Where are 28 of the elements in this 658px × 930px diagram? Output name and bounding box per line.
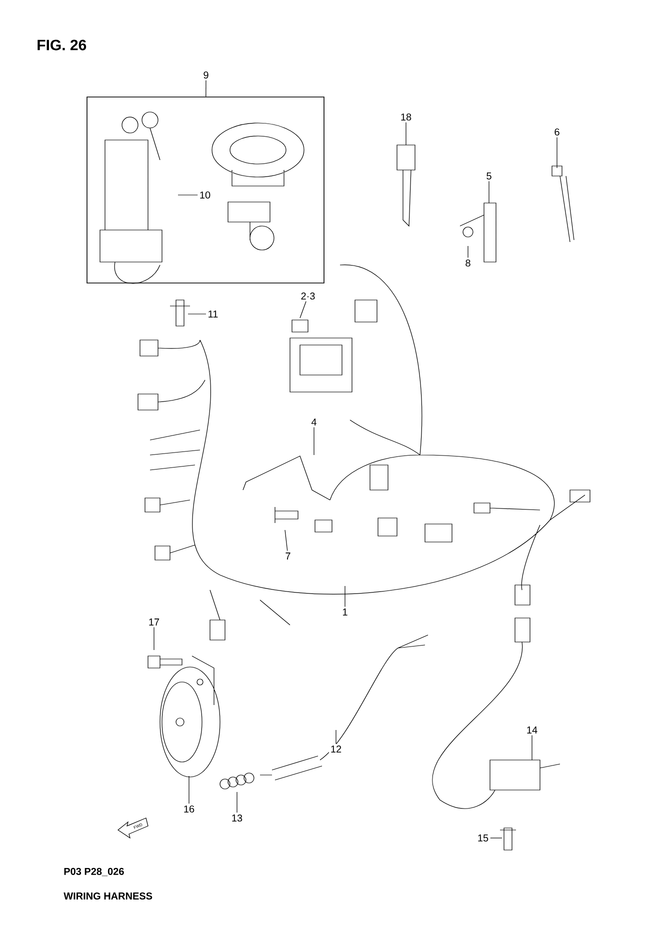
callout-number: 2·3: [299, 290, 317, 302]
callout-number: 9: [202, 70, 210, 80]
callout-number: 14: [524, 725, 540, 735]
callout-number: 17: [146, 617, 162, 627]
leader-line: [556, 137, 558, 168]
callout-number: 13: [230, 812, 244, 824]
callout-number: 11: [206, 309, 220, 319]
callout-number: 8: [464, 258, 472, 268]
callout-number: 18: [398, 112, 414, 122]
leader-line: [344, 586, 346, 608]
leader-line: [300, 301, 306, 318]
callout-number: 6: [552, 126, 562, 138]
leader-line: [188, 776, 190, 804]
callout-number: 4: [310, 417, 318, 427]
callout-number: 12: [328, 744, 344, 754]
leader-line: [178, 194, 198, 196]
callout-number: 15: [476, 833, 490, 843]
callout-number: 1: [340, 607, 350, 617]
drawing-number: P03 P28_026: [64, 868, 124, 876]
leader-line: [236, 792, 238, 813]
callout-number: 7: [284, 551, 292, 561]
callout-number: 10: [198, 190, 212, 200]
figure-title: FIG. 26: [38, 40, 86, 50]
leader-line: [488, 181, 490, 204]
leader-line: [284, 530, 288, 552]
callout-number: 5: [484, 171, 494, 181]
figure-caption: WIRING HARNESS: [64, 892, 152, 900]
callout-number: 16: [182, 804, 196, 814]
